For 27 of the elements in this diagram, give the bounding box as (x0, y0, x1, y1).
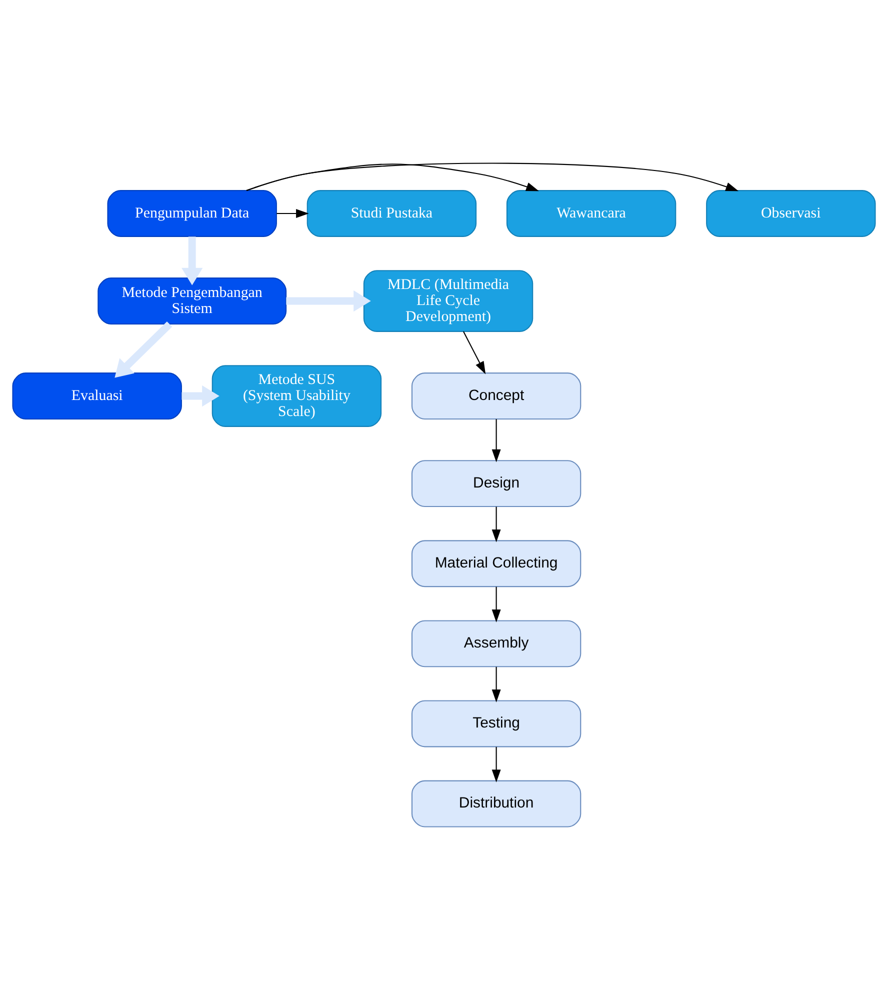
node-box: Concept (411, 372, 582, 420)
arrow (182, 236, 203, 285)
arrow (463, 330, 486, 374)
arrow (492, 586, 501, 622)
node-box: Distribution (411, 780, 582, 827)
arrow (246, 163, 539, 191)
node-box: Design (411, 460, 582, 507)
node-box: Studi Pustaka (306, 190, 477, 236)
node-box: Wawancara (506, 190, 676, 236)
arrow (286, 290, 371, 312)
node-box: Assembly (411, 620, 582, 667)
arrow (114, 320, 172, 378)
node-box: MDLC (Multimedia Life Cycle Development) (363, 270, 534, 332)
arrow (492, 746, 501, 782)
arrow (492, 506, 501, 542)
arrow (492, 666, 501, 702)
node-box: Evaluasi (12, 372, 182, 420)
node-box: Metode Pengembangan Sistem (98, 277, 287, 324)
arrow (276, 208, 309, 218)
node-box: Observasi (706, 190, 876, 236)
arrow (492, 418, 501, 462)
node-box: Testing (411, 700, 582, 747)
node-box: Material Collecting (411, 540, 582, 587)
node-box: Metode SUS (System Usability Scale) (212, 364, 382, 426)
arrow (246, 162, 739, 191)
arrow (182, 384, 220, 406)
node-box: Pengumpulan Data (107, 190, 277, 236)
